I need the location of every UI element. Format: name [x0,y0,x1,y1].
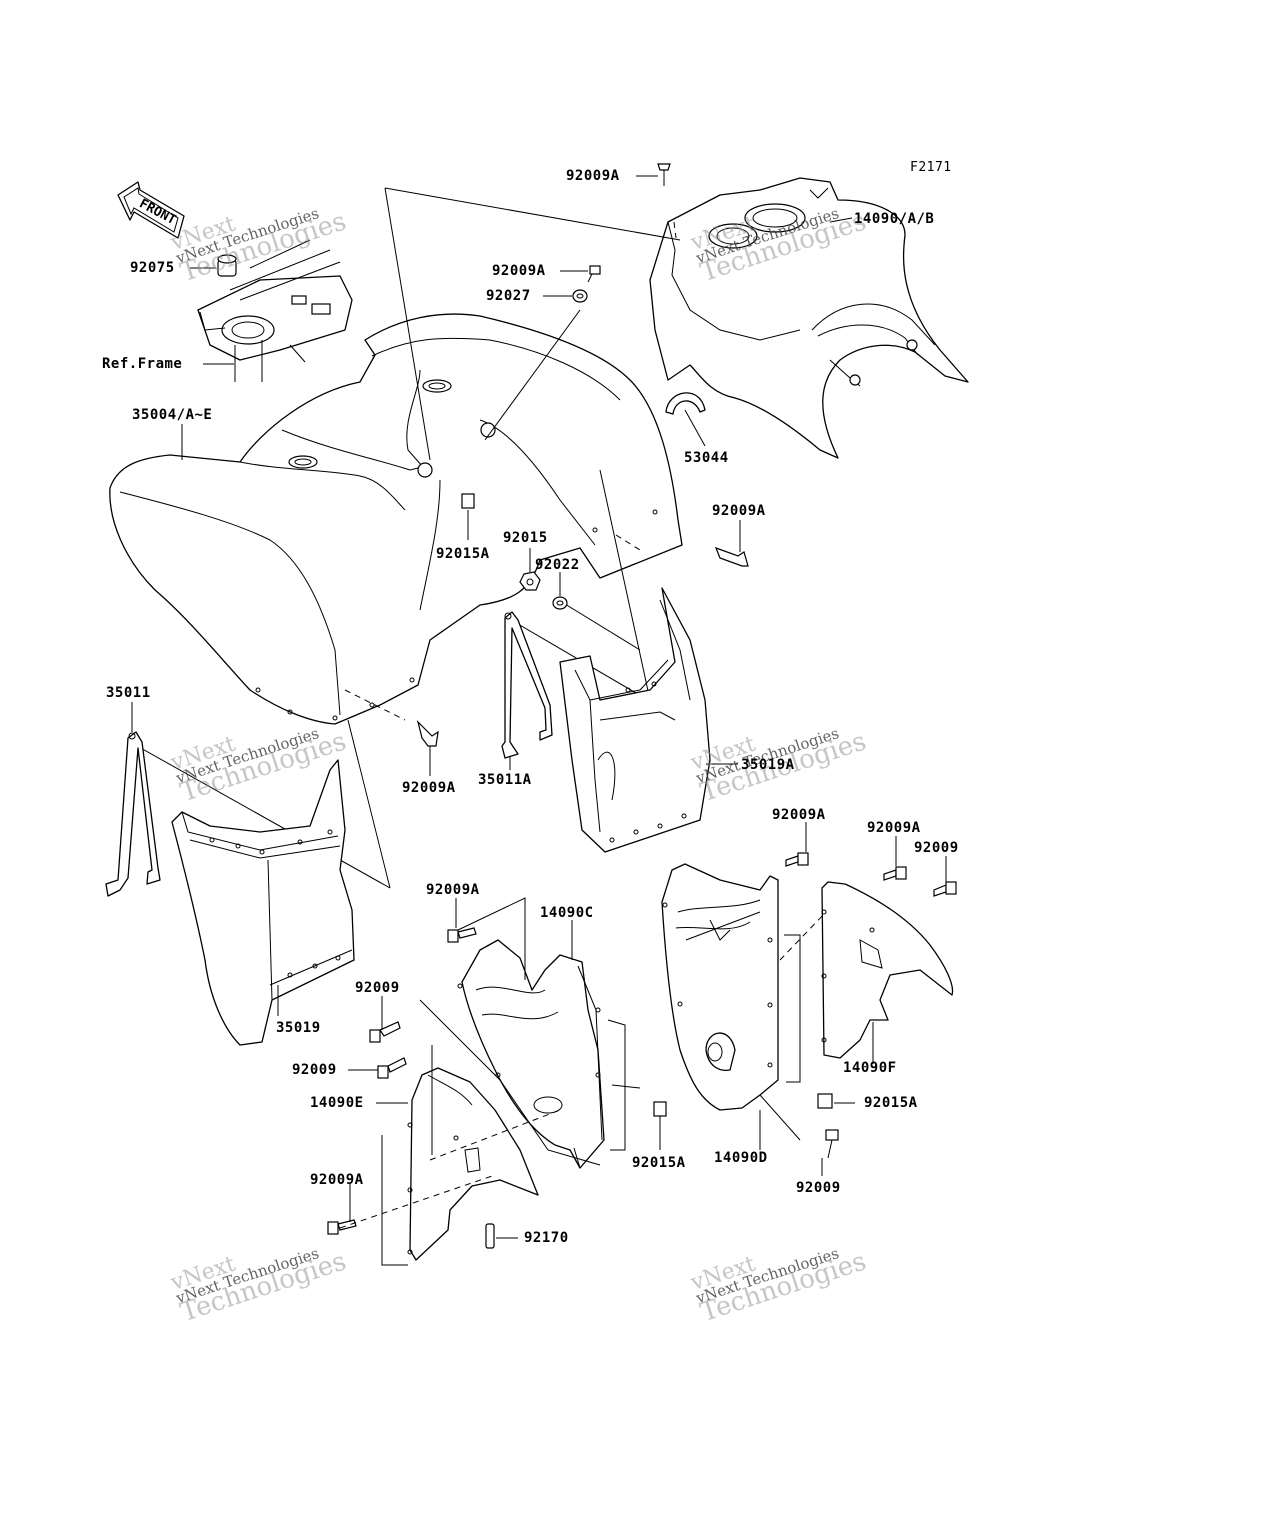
mudguard-14090c [457,939,641,1169]
part-callout: 14090E [310,1095,364,1111]
part-callout: 92015 [503,530,548,546]
mud-flap-14090f [821,881,954,1059]
part-callout: 35019 [276,1020,321,1036]
clip-53044 [665,392,706,415]
inner-fender-35019 [171,759,355,1046]
part-callout: 92009A [310,1172,364,1188]
mud-flap-14090e [381,1045,539,1266]
part-callout: 92009A [712,503,766,519]
part-callout: 92170 [524,1230,569,1246]
part-callout: Ref.Frame [102,356,183,372]
front-fender-35004 [109,313,683,725]
stay-35011a [501,611,553,759]
frame-reference-drawing [197,239,353,382]
part-callout: 92009A [402,780,456,796]
part-callout: 35004/A~E [132,407,213,423]
part-callout: 92009A [566,168,620,184]
part-callout: 14090/A/B [854,211,935,227]
part-callout: 92022 [535,557,580,573]
part-callout: 35011A [478,772,532,788]
part-callout: 92027 [486,288,531,304]
part-callout: 92009 [355,980,400,996]
part-callout: 92075 [130,260,175,276]
part-callout: 92009A [492,263,546,279]
part-callout: 92009A [867,820,921,836]
part-callout: 53044 [684,450,729,466]
part-callout: 14090F [843,1060,897,1076]
front-arrow-icon: FRONT [117,181,185,239]
part-callout: 92009 [914,840,959,856]
stay-35011 [105,731,161,897]
part-callout: 92015A [864,1095,918,1111]
part-callout: 92009A [772,807,826,823]
mudguard-14090d [661,863,801,1111]
part-callout: 92009 [292,1062,337,1078]
part-callout: 14090D [714,1150,768,1166]
callout-leaders [131,175,947,1239]
inner-fender-35019a [559,587,711,853]
part-callout: 92015A [436,546,490,562]
figure-code: F2171 [910,160,952,175]
side-cover-14090-a-b [649,177,969,459]
part-callout: 92015A [632,1155,686,1171]
part-callout: 35019A [741,757,795,773]
part-callout: 92009A [426,882,480,898]
part-callout: 14090C [540,905,594,921]
part-callout: 92009 [796,1180,841,1196]
part-callout: 35011 [106,685,151,701]
